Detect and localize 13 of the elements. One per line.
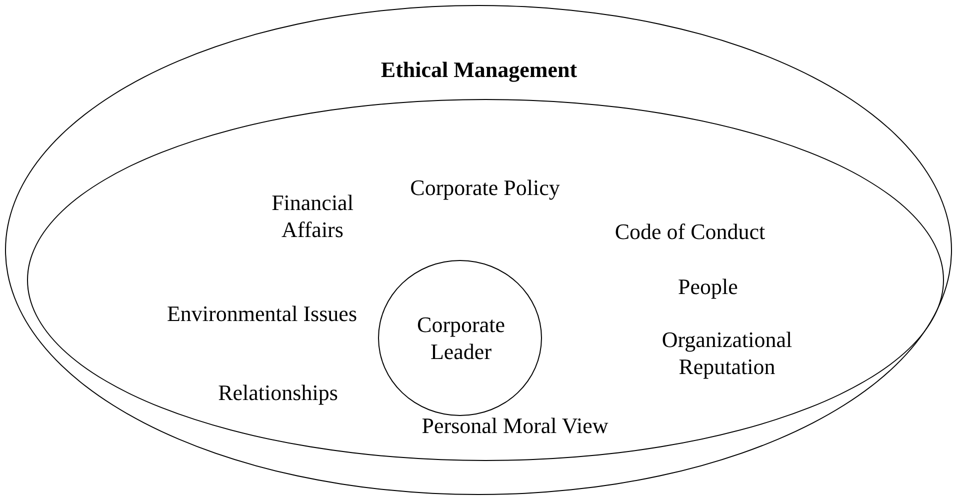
topic-label: Environmental Issues xyxy=(166,300,358,327)
topic-label: Code of Conduct xyxy=(614,218,766,245)
circle-text: Corporate Leader xyxy=(416,311,506,365)
topic-label: People xyxy=(677,273,739,300)
topic-label: Financial Affairs xyxy=(270,189,354,243)
topic-label: Corporate Policy xyxy=(409,174,561,201)
outer-ellipse xyxy=(5,5,952,495)
center-circle xyxy=(378,260,542,416)
topic-label: Personal Moral View xyxy=(420,412,610,439)
inner-ellipse xyxy=(27,99,944,461)
topic-label: Relationships xyxy=(217,379,339,406)
topic-label: Organizational Reputation xyxy=(660,326,794,380)
heading-text: Ethical Management xyxy=(380,56,578,83)
